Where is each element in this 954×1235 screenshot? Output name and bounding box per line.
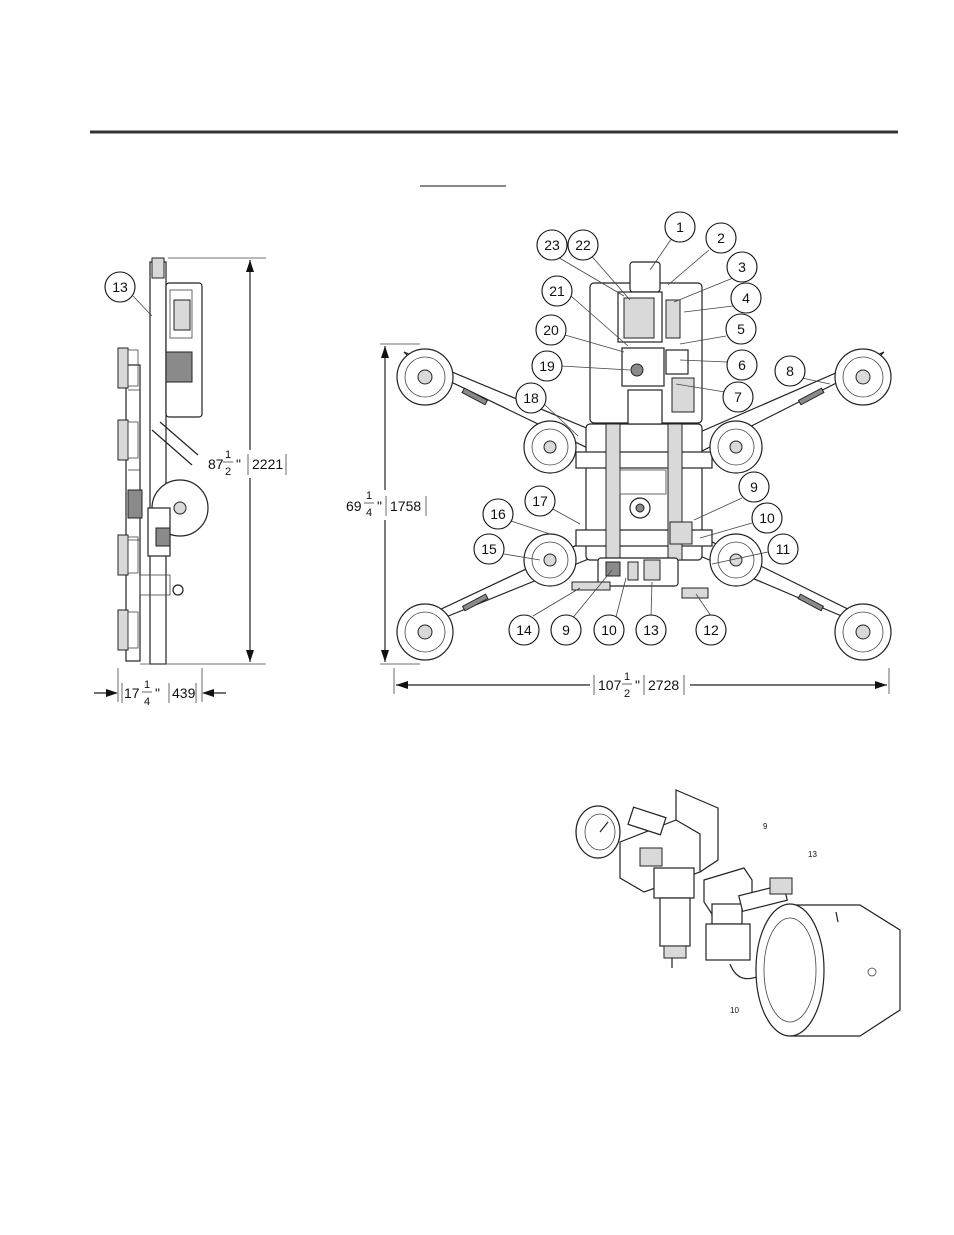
svg-text:15: 15 xyxy=(481,541,497,557)
detail-label-13: 13 xyxy=(808,850,817,859)
callout-19: 19 xyxy=(532,351,562,381)
svg-text:13: 13 xyxy=(643,622,659,638)
front-width-whole: 107 xyxy=(598,677,622,693)
callout-12: 12 xyxy=(696,615,726,645)
front-height-whole: 69 xyxy=(346,498,362,514)
side-height-metric: 2221 xyxy=(252,456,283,472)
svg-text:21: 21 xyxy=(549,283,565,299)
svg-text:14: 14 xyxy=(516,622,532,638)
callout-7: 7 xyxy=(723,382,753,412)
side-width-num: 1 xyxy=(144,679,150,691)
svg-text:4: 4 xyxy=(742,290,750,306)
svg-text:13: 13 xyxy=(112,279,128,295)
front-height-inch: " xyxy=(377,498,382,514)
front-width-den: 2 xyxy=(624,688,630,700)
front-view xyxy=(404,262,884,634)
callout-10-bottom: 10 xyxy=(594,615,624,645)
callout-11: 11 xyxy=(768,534,798,564)
side-callouts: 13 xyxy=(105,272,135,302)
callout-22: 22 xyxy=(568,230,598,260)
front-height-metric: 1758 xyxy=(390,498,421,514)
callout-8: 8 xyxy=(775,356,805,386)
callout-5: 5 xyxy=(726,314,756,344)
side-width-dimension: 17 1 4 " 439 xyxy=(94,668,226,708)
svg-text:2: 2 xyxy=(717,230,725,246)
front-width-dimension: 107 1 2 " 2728 xyxy=(394,668,889,700)
callout-13-front: 13 xyxy=(636,615,666,645)
callout-17: 17 xyxy=(525,486,555,516)
svg-text:18: 18 xyxy=(523,390,539,406)
callout-9-right: 9 xyxy=(739,472,769,502)
detail-isometric-view: 9 13 10 xyxy=(576,790,900,1036)
callout-4: 4 xyxy=(731,283,761,313)
svg-text:19: 19 xyxy=(539,358,555,374)
callout-1: 1 xyxy=(665,212,695,242)
svg-text:11: 11 xyxy=(776,541,791,557)
svg-text:8: 8 xyxy=(786,363,794,379)
front-height-num: 1 xyxy=(366,490,372,502)
callout-6: 6 xyxy=(727,350,757,380)
svg-text:17: 17 xyxy=(532,493,548,509)
callout-21: 21 xyxy=(542,276,572,306)
svg-text:3: 3 xyxy=(738,259,746,275)
callout-9-bottom: 9 xyxy=(551,615,581,645)
svg-text:10: 10 xyxy=(759,510,775,526)
side-height-num: 1 xyxy=(225,449,231,461)
callout-10-right: 10 xyxy=(752,503,782,533)
side-height-inch: " xyxy=(236,456,241,472)
svg-text:7: 7 xyxy=(734,389,742,405)
callout-16: 16 xyxy=(483,499,513,529)
detail-label-9: 9 xyxy=(763,822,768,831)
callout-14: 14 xyxy=(509,615,539,645)
front-width-num: 1 xyxy=(624,671,630,683)
svg-text:1: 1 xyxy=(676,219,684,235)
side-height-den: 2 xyxy=(225,466,231,478)
side-width-metric: 439 xyxy=(172,685,196,701)
svg-text:23: 23 xyxy=(544,237,560,253)
front-height-den: 4 xyxy=(366,507,372,519)
svg-text:6: 6 xyxy=(738,357,746,373)
svg-text:9: 9 xyxy=(562,622,570,638)
callout-18: 18 xyxy=(516,383,546,413)
svg-text:9: 9 xyxy=(750,479,758,495)
callout-23: 23 xyxy=(537,230,567,260)
svg-text:5: 5 xyxy=(737,321,745,337)
svg-text:12: 12 xyxy=(703,622,719,638)
side-view xyxy=(118,258,208,664)
front-width-metric: 2728 xyxy=(648,677,679,693)
front-width-inch: " xyxy=(635,677,640,693)
detail-label-10: 10 xyxy=(730,1006,739,1015)
svg-text:16: 16 xyxy=(490,506,506,522)
side-width-whole: 17 xyxy=(124,685,140,701)
side-width-inch: " xyxy=(155,685,160,701)
callout-3: 3 xyxy=(727,252,757,282)
side-height-whole: 87 xyxy=(208,456,224,472)
svg-text:20: 20 xyxy=(543,322,559,338)
callout-20: 20 xyxy=(536,315,566,345)
callout-2: 2 xyxy=(706,223,736,253)
svg-text:10: 10 xyxy=(601,622,617,638)
side-width-den: 4 xyxy=(144,696,150,708)
callout-13-side: 13 xyxy=(105,272,135,302)
svg-text:22: 22 xyxy=(575,237,591,253)
callout-15: 15 xyxy=(474,534,504,564)
